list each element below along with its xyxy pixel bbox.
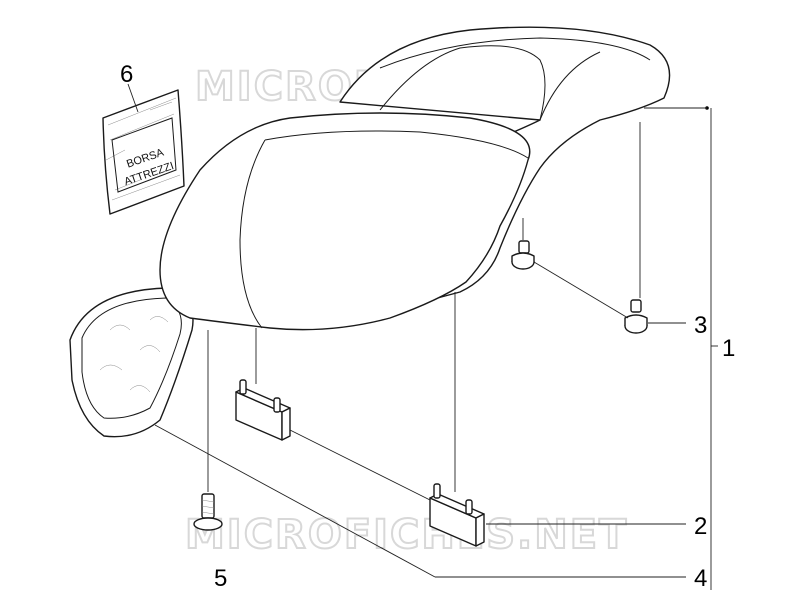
screw-part xyxy=(193,493,223,531)
tool-bag-part: BORSA ATTREZZI xyxy=(102,83,185,215)
leader-lines xyxy=(154,106,718,590)
rubber-buffer-lower xyxy=(624,299,648,334)
seat-part xyxy=(159,26,671,331)
rubber-buffer-upper xyxy=(511,240,535,270)
callout-2: 2 xyxy=(694,513,707,540)
hinge-upper xyxy=(235,379,291,441)
callout-5: 5 xyxy=(214,565,227,592)
hinge-lower xyxy=(429,483,485,547)
seat-liner-part xyxy=(69,287,194,438)
callout-3: 3 xyxy=(694,312,707,339)
callout-1: 1 xyxy=(722,335,735,362)
watermark-bottom: MICROFICHES.NET xyxy=(185,512,628,558)
tool-bag-label xyxy=(111,117,177,193)
callout-4: 4 xyxy=(694,565,707,592)
callout-6: 6 xyxy=(120,61,133,88)
